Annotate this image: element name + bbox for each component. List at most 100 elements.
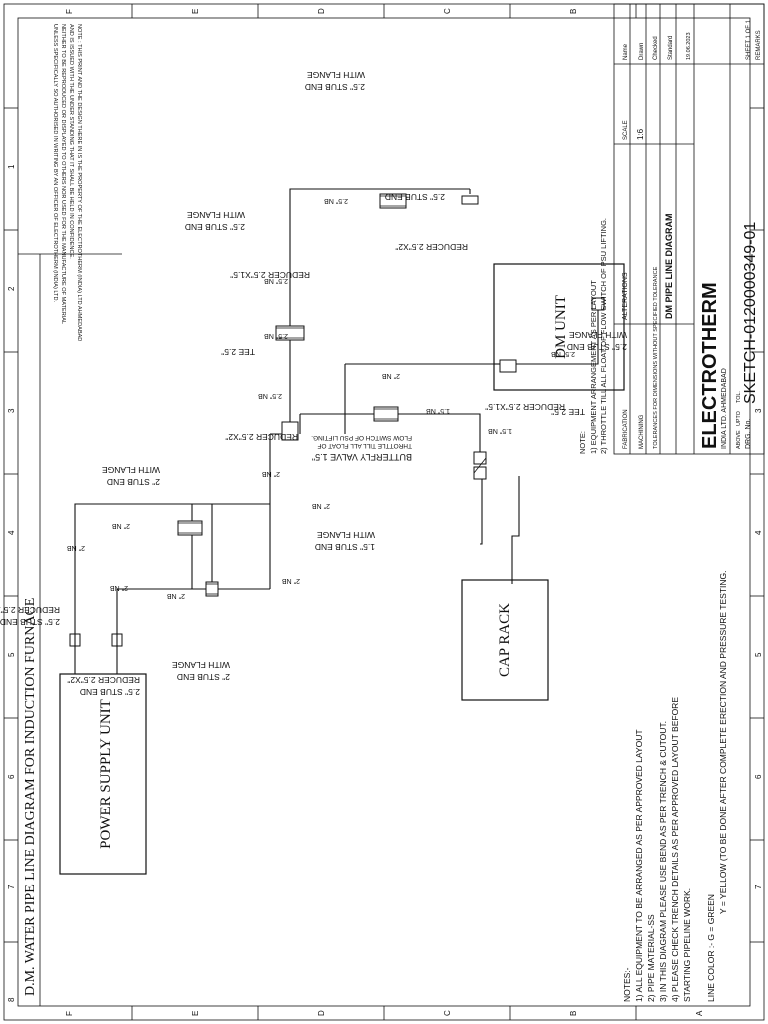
label-25in-stub-end: 2.5" STUB END — [305, 82, 365, 92]
tolerance-note: TOLERANCES FOR DIMENSIONS WITHOUT SPECIF… — [653, 266, 659, 449]
nb-label: 1.5" NB — [488, 427, 512, 434]
label-2in-stub-end: 2" STUB END — [107, 477, 160, 487]
label-with-flange: WITH FLANGE — [187, 210, 245, 220]
grid-col-label: 4 — [754, 530, 763, 535]
grid-col-label: 5 — [754, 652, 763, 657]
cat-fabrication: FABRICATION — [623, 409, 629, 449]
nb-label: 1.5" NB — [426, 407, 450, 414]
tee-right — [499, 359, 517, 373]
disclaimer: NOTE : THIS PRINT AND THE DESIGN THERE I… — [52, 24, 82, 341]
line-color-note: Y = YELLOW (TO BE DONE AFTER COMPLETE ER… — [718, 571, 728, 914]
label-reducer-dm: REDUCER 2.5"X2" — [395, 242, 468, 252]
tol-header: TOL. — [736, 391, 742, 403]
grid-row-label: D — [317, 1010, 326, 1016]
grid-col-label: 3 — [7, 408, 16, 413]
nb-labels: 2" NB 2" NB 2" NB 2" NB 2" NB 2" NB 2" N… — [67, 197, 575, 599]
label-stub-psu-a: 2.5" STUB END — [0, 617, 60, 627]
label-throttle: FLOW SWITCH OF PSU LIFTING. — [311, 434, 412, 441]
notes: NOTES:- 1) ALL EQUIPMENT TO BE ARRANGED … — [622, 571, 728, 1002]
drawn-date: 19.06.2023 — [686, 32, 692, 60]
grid-col-label: 2 — [7, 286, 16, 291]
grid-col-label: 7 — [7, 884, 16, 889]
label-with-flange: WITH FLANGE — [102, 465, 160, 475]
alterations-label: ALTERATIONS — [622, 272, 629, 320]
label-tee-right: TEE 2.5" — [551, 407, 585, 417]
grid-row-label: E — [191, 1011, 200, 1016]
grid-row-label: F — [65, 9, 74, 14]
flange-25in-right — [591, 297, 605, 311]
remarks-label: REMARKS — [756, 30, 762, 60]
grid-row-label: B — [569, 1011, 578, 1016]
note-right-item: 2) THROTTLE TILL ALL FLOAT OF FLOW SWITC… — [599, 218, 608, 454]
flange-2in-top — [205, 581, 219, 597]
grid-col-label: 7 — [754, 884, 763, 889]
grid-row-label: F — [65, 1011, 74, 1016]
grid-col-label: 1 — [7, 164, 16, 169]
label-with-flange: WITH FLANGE — [307, 70, 365, 80]
grid-col-label: 4 — [7, 530, 16, 535]
label-25in-stub-end: 2.5" STUB END — [567, 342, 627, 352]
nb-label: 2" NB — [312, 502, 330, 509]
nb-label: 2.5" NB — [264, 277, 288, 284]
tol-header: UPTO — [736, 411, 742, 426]
nb-label: 2.5" NB — [551, 350, 575, 357]
flange-25in-left — [275, 325, 305, 341]
grid-col-label: 3 — [754, 408, 763, 413]
label-reducer-psu-a: REDUCER 2.5"X2" — [0, 605, 60, 615]
label-tee-left: TEE 2.5" — [221, 347, 255, 357]
nb-label: 2" NB — [67, 544, 85, 551]
sheet-label: SHEET 1 OF 1 — [746, 19, 752, 60]
drawing-title: D.M. WATER PIPE LINE DIAGRAM FOR INDUCTI… — [23, 598, 38, 996]
disclaimer-line: AND IS ISSUED WITH THE UNDER STANDING TH… — [68, 24, 74, 259]
note-item: STARTING PIPELINE WORK. — [682, 888, 692, 1002]
power-supply-unit-label: POWER SUPPLY UNIT — [98, 699, 114, 849]
grid-col-label: 6 — [754, 774, 763, 779]
cap-rack-label: CAP RACK — [497, 603, 513, 677]
label-reducer-25x2: REDUCER 2.5"X2" — [225, 432, 298, 442]
tol-header: ABOVE — [736, 430, 742, 449]
notes-heading: NOTES:- — [622, 967, 632, 1002]
drg-label: DRG. No. — [745, 419, 752, 449]
flange-25in-bottom — [379, 193, 407, 209]
note-item: 2) PIPE MATERIAL-SS — [646, 914, 656, 1002]
drawing-number: SKETCH-0120000349-01 — [742, 222, 759, 404]
dm-unit — [493, 263, 625, 391]
nb-label: 2.5" NB — [264, 332, 288, 339]
notes-right: NOTE: 1) EQUIPMENT ARRANGEMENT AS PER LA… — [578, 218, 608, 454]
label-butterfly-valve: BUTTERFLY VALVE 1.5" — [312, 452, 412, 462]
label-throttle: THROTTLE TILL ALL FLOAT OF — [317, 442, 412, 449]
notes-right-heading: NOTE: — [578, 431, 587, 454]
grid-row-label: D — [317, 8, 326, 14]
hdr-name: Name — [623, 43, 629, 60]
label-reducer-25x15: REDUCER 2.5"X1.5" — [230, 270, 310, 280]
note-item: 1) ALL EQUIPMENT TO BE ARRANGED AS PER A… — [634, 729, 644, 1002]
title-block: FABRICATION MACHINING TOLERANCES FOR DIM… — [613, 3, 765, 455]
grid-col-label: 6 — [7, 774, 16, 779]
grid-col-label: 5 — [7, 652, 16, 657]
disclaimer-line: NEITHER TO BE REPRODUCED OR DISPLAYED TO… — [60, 24, 66, 324]
flange-15in — [373, 406, 399, 422]
cat-machining: MACHINING — [639, 414, 645, 449]
dm-unit-label: DM UNIT — [553, 295, 569, 359]
note-right-item: 1) EQUIPMENT ARRANGEMENT AS PER LAYOUT — [589, 280, 598, 454]
power-supply-unit — [59, 673, 147, 875]
standard-label: Standard — [668, 36, 674, 60]
grid-col-label: 8 — [7, 997, 16, 1002]
tee-left — [281, 421, 299, 441]
label-reducer-right: REDUCER 2.5"X1.5" — [485, 402, 565, 412]
nb-label: 2" NB — [262, 470, 280, 477]
company-sub: INDIA LTD. AHMEDABAD — [721, 368, 728, 449]
label-stub-psu-b: 2.5" STUB END — [80, 687, 140, 697]
nb-label: 2.5" NB — [258, 392, 282, 399]
nb-label: 2" NB — [110, 584, 128, 591]
tolerance-table: ABOVE UPTO TOL. — [736, 391, 742, 449]
grid-row-label: E — [191, 9, 200, 14]
grid-row-label: C — [443, 1010, 452, 1016]
label-25in-stub-end: 2.5" STUB END — [385, 192, 445, 202]
flange-joints — [177, 193, 605, 597]
grid-row-label: B — [569, 9, 578, 14]
disclaimer-line: UNLESS SPECIFICALLY SO AUTHORISED IN WRI… — [52, 24, 58, 303]
label-with-flange: WITH FLANGE — [569, 330, 627, 340]
pipe-labels: 2.5" STUB END REDUCER 2.5"X2" 2.5" STUB … — [0, 70, 627, 697]
